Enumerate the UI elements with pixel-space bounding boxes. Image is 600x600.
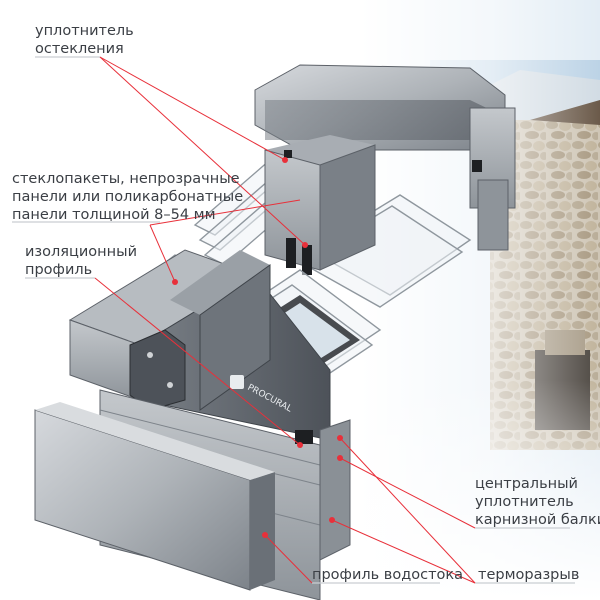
callout-line: центральный [475, 476, 578, 492]
leader-underlines [12, 56, 575, 584]
callout-line: стеклопакеты, непрозрачные [12, 171, 240, 187]
callout-gutter-profile: профиль водостока [312, 566, 463, 584]
callout-line: панели толщиной 8–54 мм [12, 207, 216, 223]
callout-thermal-break: терморазрыв [478, 566, 579, 584]
ridge-profile-assembly [193, 64, 516, 308]
callout-line: уплотнитель [475, 494, 574, 510]
callout-insulation-profile: изоляционный профиль [25, 243, 137, 279]
callout-line: панели или поликарбонатные [12, 189, 244, 205]
callout-infill-panels: стеклопакеты, непрозрачные панели или по… [12, 170, 243, 224]
callout-line: профиль [25, 262, 93, 278]
callout-central-seal: центральный уплотнитель карнизной балки [475, 475, 600, 529]
callout-line: остекления [35, 41, 124, 57]
callout-line: изоляционный [25, 244, 137, 260]
leader-lines [94, 56, 476, 584]
callout-glazing-seal: уплотнитель остекления [35, 22, 134, 58]
callout-line: профиль водостока [312, 567, 464, 583]
eaves-beam-assembly: PROCURAL [34, 249, 382, 600]
leader-dots [172, 157, 343, 538]
callout-line: терморазрыв [478, 567, 580, 583]
callout-line: уплотнитель [35, 23, 134, 39]
callout-line: карнизной балки [475, 512, 600, 528]
